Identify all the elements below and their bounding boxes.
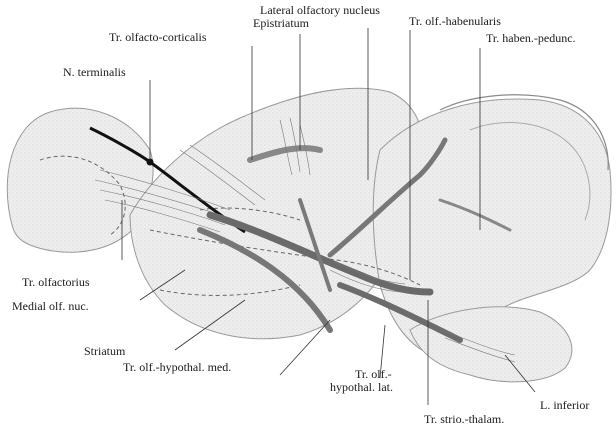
label-medial-olf-nuc: Medial olf. nuc. <box>12 300 89 313</box>
label-tr-olf-hypothal-med: Tr. olf.-hypothal. med. <box>123 361 231 374</box>
label-tr-strio-thalam: Tr. strio.-thalam. <box>424 413 504 426</box>
inferior-lobe-shape <box>410 307 572 382</box>
label-tr-olf-hypothal-lat-2: hypothal. lat. <box>330 381 393 394</box>
label-tr-haben-pedunc: Tr. haben.-pedunc. <box>486 32 576 45</box>
label-striatum: Striatum <box>84 345 125 358</box>
label-n-terminalis: N. terminalis <box>63 66 126 79</box>
label-epistriatum: Epistriatum <box>253 17 309 30</box>
label-tr-olf-habenularis: Tr. olf.-habenularis <box>409 15 501 28</box>
label-tr-olfactorius: Tr. olfactorius <box>22 276 90 289</box>
label-l-inferior: L. inferior <box>540 399 589 412</box>
label-tr-olfacto-corticalis: Tr. olfacto-corticalis <box>109 31 207 44</box>
